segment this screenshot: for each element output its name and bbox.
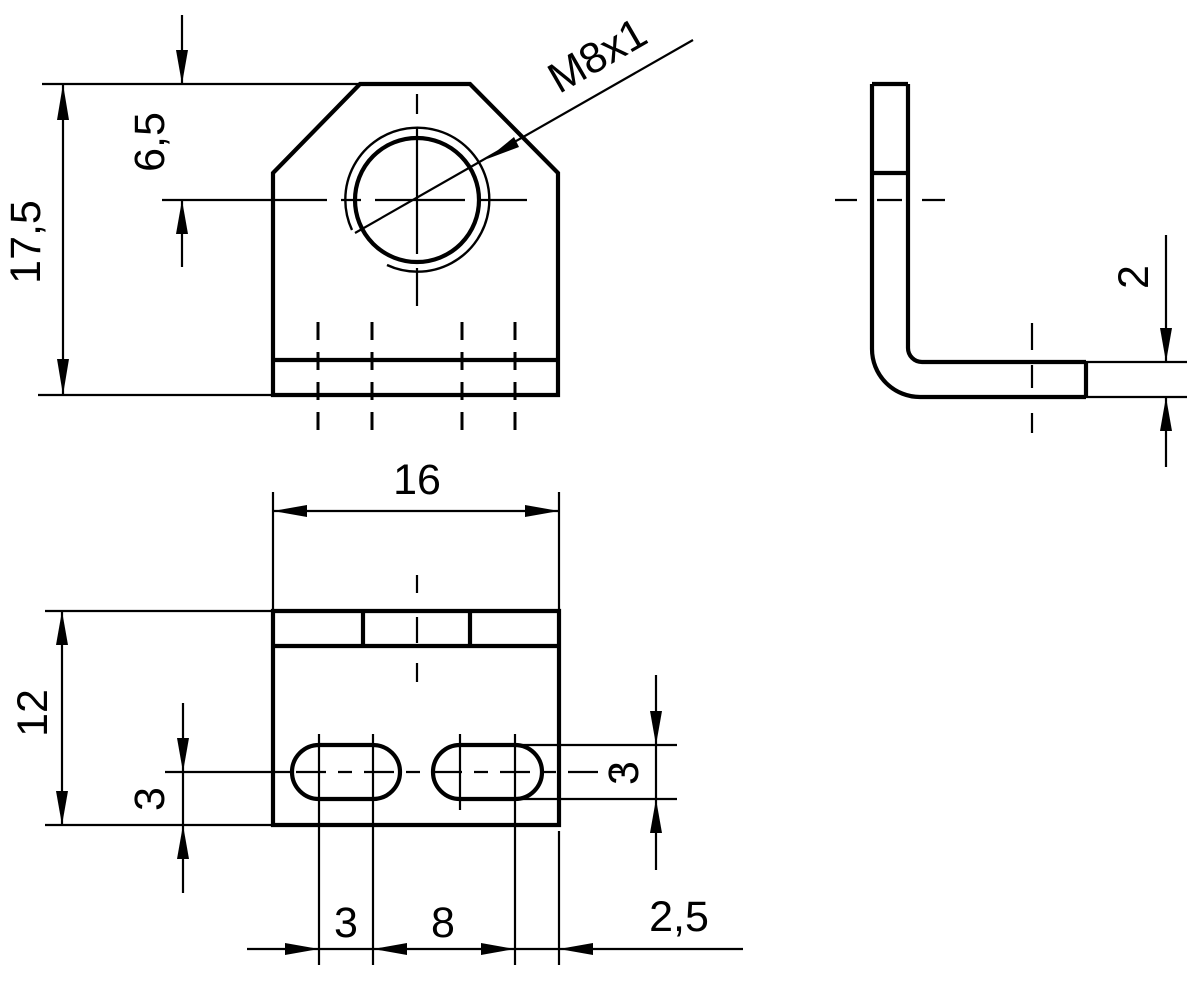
dim-depth-label: 12 — [9, 689, 57, 737]
dim-corner-offset-label: 2,5 — [649, 893, 709, 941]
bottom-outline — [270, 608, 562, 828]
bottom-view: 16 12 3 3 — [9, 456, 743, 965]
dim-chain-bottom: 3 8 2,5 — [247, 893, 743, 955]
hidden-slot-lines — [316, 322, 517, 430]
arrowhead — [559, 943, 593, 955]
arrowhead — [1160, 328, 1172, 362]
dim-thickness: 2 — [1086, 235, 1187, 467]
arrowhead — [1160, 397, 1172, 431]
arrowhead — [481, 943, 515, 955]
arrowhead — [56, 611, 68, 645]
arrowhead — [525, 505, 559, 517]
arrowhead — [650, 711, 662, 745]
arrowhead — [373, 943, 407, 955]
slot-center-extension-lines — [317, 734, 561, 965]
arrowhead — [285, 943, 319, 955]
front-outline — [270, 81, 561, 398]
dim-slot-center-to-edge: 3 — [126, 703, 292, 893]
dim-hole-offset-label: 6,5 — [126, 112, 174, 172]
dim-thickness-label: 2 — [1110, 265, 1158, 289]
dim-slot-arc-spacing-label: 3 — [334, 899, 358, 947]
side-outline-outer — [869, 84, 1086, 400]
arrowhead — [650, 799, 662, 833]
dim-width: 16 — [271, 456, 561, 611]
arrowhead — [176, 200, 188, 234]
dim-slot-center-to-edge-label: 3 — [126, 787, 174, 811]
front-view: 17,5 6,5 M8x1 — [2, 9, 694, 430]
side-outline-inner — [905, 84, 1086, 365]
dim-total-height: 17,5 — [2, 82, 360, 397]
dim-total-height-label: 17,5 — [2, 200, 50, 284]
arrowhead — [56, 791, 68, 825]
dim-slot-pitch-label: 8 — [431, 899, 455, 947]
dim-slot-height-label: 3 — [600, 761, 648, 785]
arrowhead — [177, 738, 189, 772]
side-view: 2 — [835, 81, 1187, 467]
arrowhead — [177, 825, 189, 859]
leader-line — [354, 39, 694, 234]
leader-arrowhead — [487, 137, 519, 159]
dim-depth: 12 — [9, 609, 273, 827]
dim-hole-offset: 6,5 — [126, 15, 327, 267]
thread-arc — [344, 126, 491, 273]
thread-callout-label: M8x1 — [540, 9, 655, 103]
arrowhead — [273, 505, 307, 517]
arrowhead — [57, 84, 69, 120]
dim-width-label: 16 — [393, 456, 441, 504]
dim-slot-height: 3 — [508, 675, 677, 870]
arrowhead — [176, 50, 188, 84]
arrowhead — [57, 359, 69, 395]
